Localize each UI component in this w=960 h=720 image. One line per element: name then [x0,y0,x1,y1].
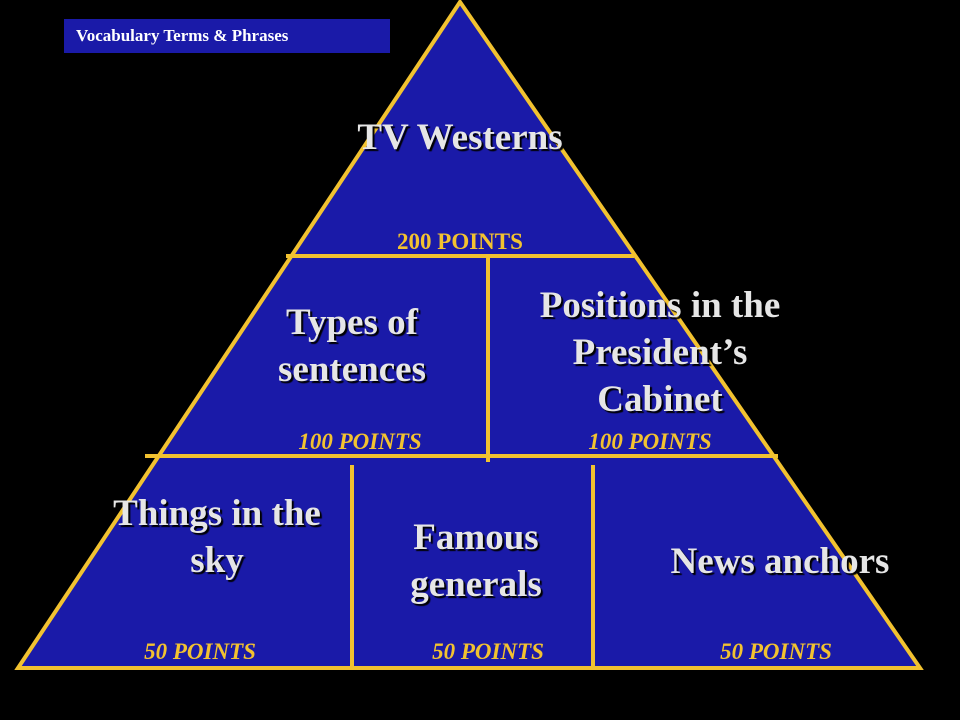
points-types-of-sentences[interactable]: 100 POINTS [298,429,422,454]
points-things-in-the-sky[interactable]: 50 POINTS [144,639,256,664]
category-types-of-sentences[interactable]: Types of sentences [278,302,426,390]
topic-label: Vocabulary Terms & Phrases [64,19,390,53]
category-famous-generals[interactable]: Famous generals [410,517,542,605]
pyramid-shape [14,0,924,670]
points-presidents-cabinet[interactable]: 100 POINTS [588,429,712,454]
category-tv-westerns[interactable]: TV Westerns [357,117,563,158]
category-presidents-cabinet[interactable]: Positions in the President’s Cabinet [539,285,781,420]
points-news-anchors[interactable]: 50 POINTS [720,639,832,664]
points-famous-generals[interactable]: 50 POINTS [432,639,544,664]
category-news-anchors[interactable]: News anchors [670,541,890,582]
points-tv-westerns[interactable]: 200 POINTS [397,229,523,254]
category-things-in-the-sky[interactable]: Things in the sky [113,493,321,581]
